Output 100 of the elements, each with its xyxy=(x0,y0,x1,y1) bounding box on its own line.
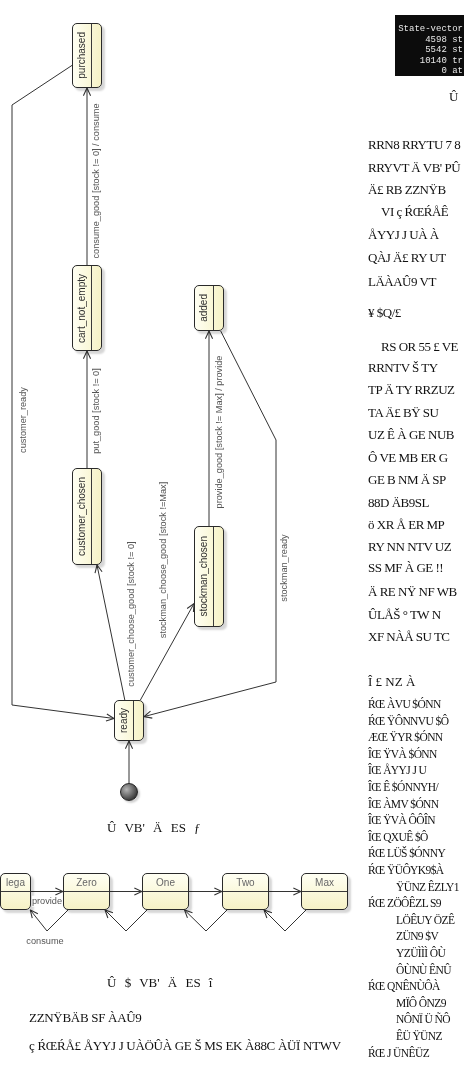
state-box xyxy=(142,873,189,910)
state-box xyxy=(0,873,31,910)
text-line: ÅYYJ J UÀ À xyxy=(368,227,439,243)
state-box xyxy=(301,873,348,910)
state-name: customer_chosen xyxy=(76,477,88,556)
state-box xyxy=(114,700,144,741)
list-item: ÊÜ ŸÜNZ xyxy=(396,1031,442,1043)
transition-arrow xyxy=(188,887,223,896)
text-line: Ä RE NŸ NF WB xyxy=(368,584,457,600)
figure-caption: Û xyxy=(449,89,459,105)
list-item: LÖÊUY ÖZÊ xyxy=(396,915,455,927)
text-line: 88D ÄB9SL xyxy=(368,495,429,511)
state-name: One xyxy=(156,877,175,889)
transition-label: customer_ready xyxy=(17,387,29,453)
list-item: ÎŒ ÀMV $ÓNN xyxy=(368,798,439,811)
transition-arrow xyxy=(82,350,92,469)
console-line: 0 at xyxy=(441,66,463,77)
text-line: RRYVT Ä VB' PÛ xyxy=(368,160,461,176)
text-line: VI ç ŔŒŔÅÊ xyxy=(381,204,449,220)
state-name: added xyxy=(198,294,210,322)
state-box xyxy=(72,265,102,351)
text-line: ZZNŸBÄB SF ÀAÛ9 xyxy=(29,1010,142,1026)
figure-caption: Û VB' Ä ES ƒ xyxy=(107,820,201,836)
list-item: ŔŒ ZÖÔÊZL S9 xyxy=(368,898,441,910)
list-item: ÎŒ QXUÊ $Ô xyxy=(368,832,428,844)
list-item: ŔŒ ŸÜÔYK9$À xyxy=(368,865,444,877)
text-line: RRN8 RRYTU 7 8 xyxy=(368,137,461,153)
state-box xyxy=(72,468,102,565)
transition-arrow xyxy=(29,909,69,932)
transition-arrow xyxy=(94,564,126,701)
state-box xyxy=(63,873,110,910)
text-line: Ä£ RB ZZNŸB xyxy=(368,182,446,198)
transition-arrow xyxy=(109,887,143,896)
list-item: ŔŒ ŸÔNNVU $Ô xyxy=(368,715,449,728)
list-item: ŔŒ QNÊNÙÔÀ xyxy=(368,981,440,993)
transition-arrow xyxy=(30,887,64,896)
list-item: ÔÙNÙ ÊNÛ xyxy=(396,964,451,977)
transition-arrow xyxy=(204,330,214,527)
transition-arrow xyxy=(11,64,115,722)
text-line: XF NÀÅ SU TC xyxy=(368,629,450,645)
state-box xyxy=(194,526,224,627)
text-line: LÄÀAÛ9 VT xyxy=(368,274,436,290)
text-line: TA Ä£ BŸ SU xyxy=(368,405,439,421)
text-line: UZ Ê À GE NUB xyxy=(368,427,454,443)
transition-label: consume_good [stock != 0] / consume xyxy=(90,103,102,259)
list-item: YZÜÌÌÌ ÔÙ xyxy=(396,948,446,960)
console-line: 4598 st xyxy=(425,34,463,45)
transition-arrow xyxy=(183,909,228,932)
text-line: SS MF À GE !! xyxy=(368,560,444,576)
transition-arrow xyxy=(124,740,134,784)
list-item: NÔNÏ Ü ÑÔ xyxy=(396,1014,450,1027)
state-box xyxy=(222,873,269,910)
section-heading: Î £ NZ À xyxy=(368,674,416,690)
transition-arrow xyxy=(263,909,307,932)
transition-label: stockman_ready xyxy=(278,534,290,602)
list-item: ŔŒ LÜŠ $ÓNNY xyxy=(368,848,446,861)
state-name: lega xyxy=(6,877,25,889)
list-item: ŸÜNZ ÊZLY1 xyxy=(396,881,459,894)
state-name: stockman_chosen xyxy=(198,536,210,617)
state-name: Zero xyxy=(76,877,97,889)
transition-arrow xyxy=(268,887,302,896)
console-output-panel xyxy=(395,15,464,76)
text-line: Ô VE MB ER G xyxy=(368,450,448,466)
list-item: ŔŒ ÀVU $ÓNN xyxy=(368,699,441,711)
list-item: ÎŒ Ê $ÓNNYH/ xyxy=(368,782,439,794)
state-box xyxy=(72,23,102,88)
state-box xyxy=(194,285,224,331)
text-line: ç ŔŒŔÅ£ ÅYYJ J UÀÖÛÀ GE Š MS EK À88C ÀÜÏ NTWV xyxy=(29,1038,341,1054)
list-item: MÏÔ ÔNZ9 xyxy=(396,998,446,1010)
transition-arrow xyxy=(139,602,195,701)
list-item: ÎŒ ŸVÀ ÔÔÎN xyxy=(368,815,435,827)
transition-label: stockman_choose_good [stock !=Max] xyxy=(157,481,169,639)
text-line: ÛLÅŠ ° TW N xyxy=(368,607,441,623)
state-name: Two xyxy=(236,877,255,889)
transition-arrow xyxy=(104,909,148,932)
transition-label: provide_good [stock != Max] / provide xyxy=(213,355,225,509)
state-name: purchased xyxy=(76,32,88,79)
console-line: 5542 st xyxy=(425,45,463,56)
console-line: 10140 tr xyxy=(419,55,463,66)
figure-caption: Û $ VB' Ä ES î xyxy=(107,975,213,991)
transition-arrow xyxy=(143,330,277,719)
transition-label: customer_choose_good [stock != 0] xyxy=(125,541,137,687)
initial-state-dot xyxy=(120,783,138,801)
transition-label: put_good [stock != 0] xyxy=(90,368,102,454)
state-name: cart_not_empty xyxy=(76,273,88,343)
state-name: ready xyxy=(118,708,130,733)
text-line: RY NN NTV UZ xyxy=(368,539,452,555)
text-line: ö XR Å ER MP xyxy=(368,517,445,533)
list-item: ÆŒ ŸYR $ÓNN xyxy=(368,732,443,744)
text-line: RS OR 55 £ VE xyxy=(381,339,459,355)
transition-arrow xyxy=(82,87,92,266)
text-line: ¥ $Q/£ xyxy=(368,305,401,321)
text-line: QÀJ Ä£ RY UT xyxy=(368,250,446,266)
state-name: Max xyxy=(315,877,334,889)
list-item: ÎŒ ÅYYJ J U xyxy=(368,765,427,778)
transition-label: provide xyxy=(31,895,63,907)
console-line: State-vector xyxy=(398,24,463,35)
list-item: ÎŒ ŸVÀ $ÓNN xyxy=(368,749,437,761)
text-line: GE B NM Ä SP xyxy=(368,472,446,488)
text-line: TP Ä TY RRZUZ xyxy=(368,382,455,398)
